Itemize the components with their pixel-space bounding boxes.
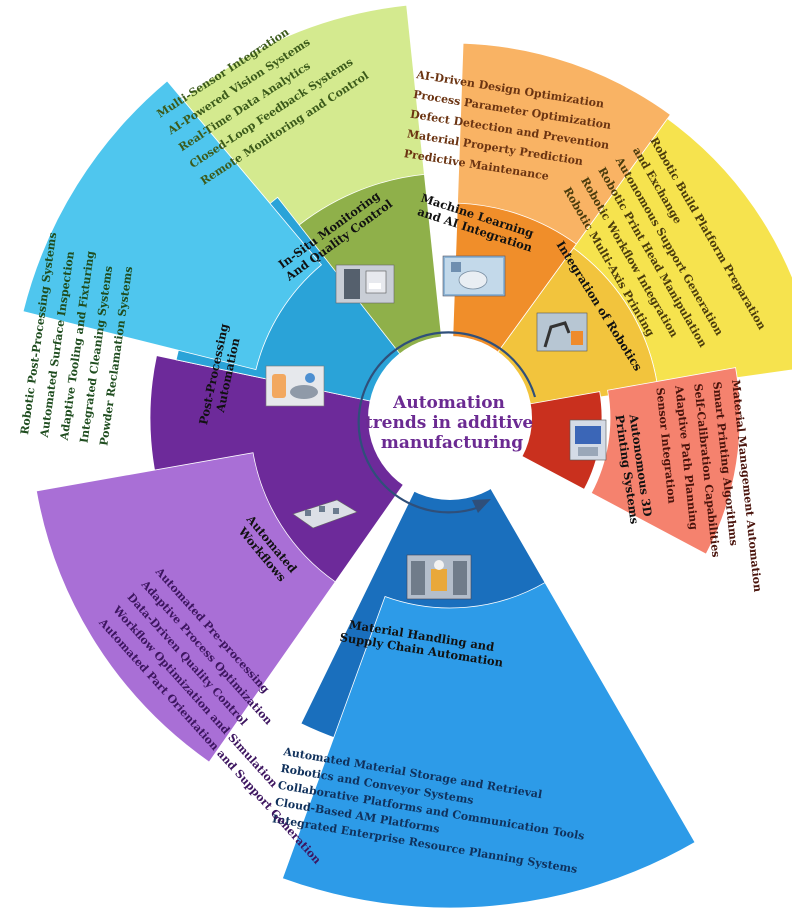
category-post-processing: Post-Processing Automation <box>196 318 246 428</box>
center-circle <box>368 336 532 500</box>
center-title-line: trends in additive <box>365 413 534 433</box>
warehouse-robot-photo-icon <box>406 554 472 600</box>
cycle-arrow-head-icon <box>472 499 491 513</box>
sector-material-handling-outer <box>281 581 696 909</box>
printer-screen-photo-icon <box>569 419 607 461</box>
center-title-line: manufacturing <box>381 433 523 453</box>
robot-hand-photo-icon <box>442 255 506 297</box>
cycle-arrow-ring <box>357 331 537 514</box>
sector-autonomous-outer <box>590 367 741 555</box>
sector-wedges <box>22 4 792 909</box>
sector-post-processing-outer <box>22 80 323 371</box>
3d-printer-photo-icon <box>335 264 395 304</box>
center-title-line: Automation <box>392 393 505 413</box>
robot-arm-photo-icon <box>536 312 588 352</box>
sector-workflows-outer <box>35 452 336 763</box>
center-title: Automation trends in additive manufactur… <box>365 393 539 453</box>
center-hub: Automation trends in additive manufactur… <box>357 331 539 514</box>
factory-line-photo-icon <box>292 499 358 529</box>
photo-icons <box>265 255 607 600</box>
machined-parts-photo-icon <box>265 365 325 407</box>
